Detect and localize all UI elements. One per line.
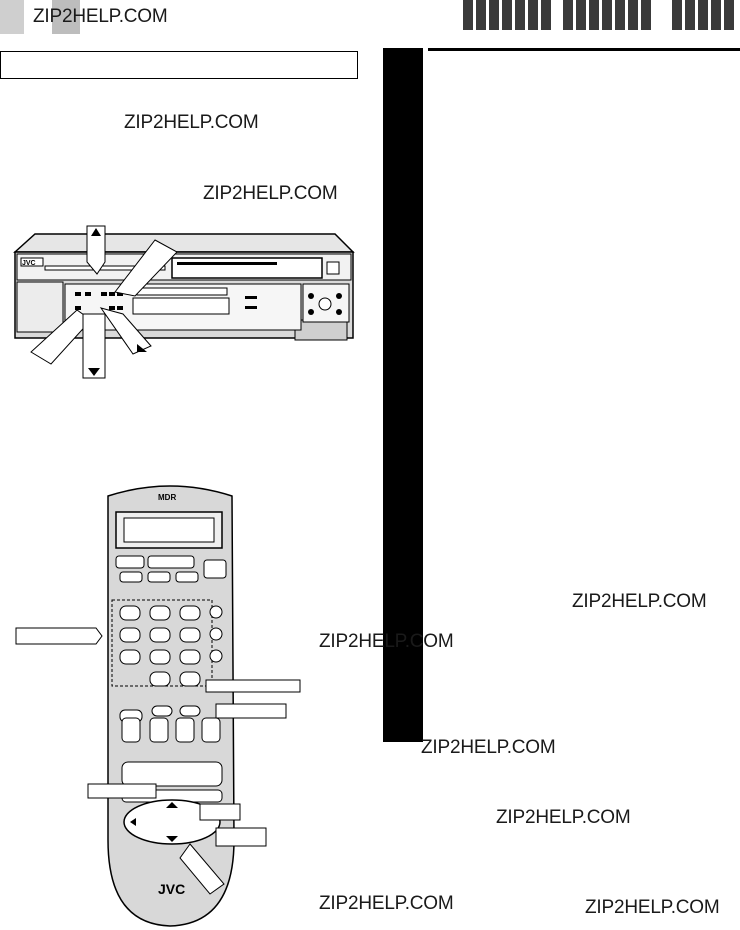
section-header-bar — [0, 51, 358, 79]
vcr-brand: JVC — [22, 260, 36, 267]
header-blocks — [672, 0, 734, 30]
watermark: ZIP2HELP.COM — [572, 591, 707, 612]
remote-illustration: MDR JVC — [15, 485, 301, 927]
watermark: ZIP2HELP.COM — [496, 807, 631, 828]
chapter-sidebar — [383, 48, 423, 742]
corner-decoration — [52, 0, 80, 34]
watermark: ZIP2HELP.COM — [203, 183, 338, 204]
watermark: ZIP2HELP.COM — [33, 6, 168, 27]
watermark: ZIP2HELP.COM — [421, 737, 556, 758]
watermark: ZIP2HELP.COM — [319, 631, 454, 652]
header-rule — [428, 48, 740, 51]
remote-top-badge: MDR — [158, 493, 176, 502]
header-blocks — [463, 0, 551, 30]
watermark: ZIP2HELP.COM — [585, 897, 720, 918]
watermark: ZIP2HELP.COM — [319, 893, 454, 914]
vcr-illustration: JVC — [13, 225, 355, 379]
remote-brand: JVC — [158, 881, 185, 897]
watermark: ZIP2HELP.COM — [124, 112, 259, 133]
header-blocks — [563, 0, 651, 30]
corner-decoration — [0, 0, 24, 34]
